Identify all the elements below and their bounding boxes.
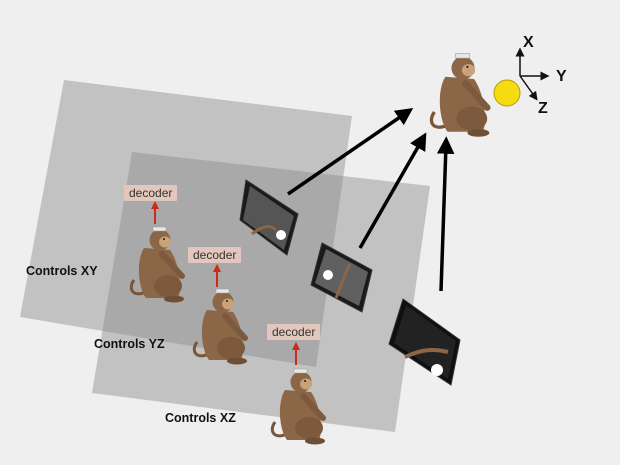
axis-x-label: X [523, 34, 534, 52]
decoder-label-2: decoder [188, 247, 241, 263]
label-controls-xz: Controls XZ [165, 411, 236, 425]
axis-y-label: Y [556, 68, 567, 86]
label-controls-yz: Controls YZ [94, 337, 165, 351]
decoder-label-3: decoder [267, 324, 320, 340]
arrow-3 [441, 145, 446, 291]
target-monkey [431, 54, 489, 137]
target-ball [494, 80, 520, 106]
label-controls-xy: Controls XY [26, 264, 98, 278]
axis-z-label: Z [538, 100, 548, 118]
axes-icon [520, 52, 545, 97]
decoder-label-1: decoder [124, 185, 177, 201]
